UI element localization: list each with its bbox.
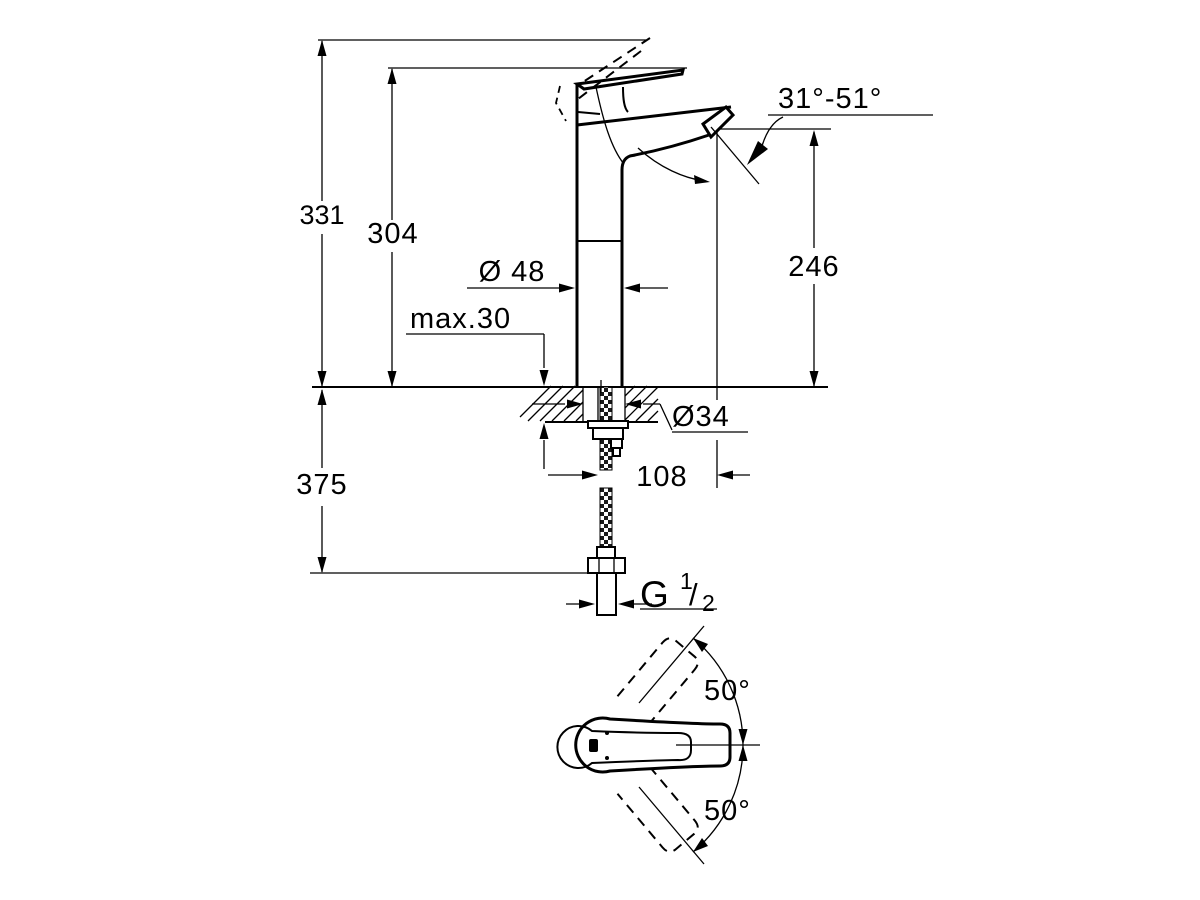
arrow-right-d48 [559, 283, 575, 293]
arrow-up-375 [317, 389, 327, 405]
lever-heel-dashed [555, 85, 567, 122]
cartridge-dome [577, 86, 629, 115]
label-swivel-upper: 50° [704, 675, 751, 707]
spout-top-edge [576, 105, 732, 127]
label-304: 304 [367, 218, 418, 250]
arrow-left-g12 [618, 599, 634, 609]
arrow-lower-arc-end [693, 838, 708, 852]
connection-tube [596, 572, 617, 616]
arrow-right-d34 [567, 399, 583, 409]
label-d48: Ø 48 [479, 256, 546, 288]
label-108: 108 [636, 461, 687, 493]
dimension-hole-diameter: Ø34 [532, 399, 748, 433]
leader-max30 [406, 333, 545, 469]
label-375: 375 [296, 469, 347, 501]
arrow-upper-arc-end [693, 638, 708, 652]
dim-line-g12 [566, 603, 717, 610]
handle-logo-mark [589, 739, 598, 752]
mounting-nut [592, 427, 624, 440]
arrow-down-331 [317, 371, 327, 387]
arrow-down-max30 [539, 370, 549, 386]
dimension-body-height: 304 [367, 67, 687, 387]
label-331: 331 [299, 200, 344, 230]
label-thread-denominator: 2 [702, 590, 715, 616]
label-angle-range: 31°-51° [778, 83, 882, 115]
hose-nut [587, 557, 626, 574]
arrow-down-246 [809, 371, 819, 387]
spout-pointer-arrowhead [694, 175, 710, 184]
threaded-stud-lower [599, 487, 613, 549]
elevation-view: 331 304 246 375 [296, 37, 933, 616]
dimension-outlet-height: 246 [719, 128, 839, 387]
arrow-left-108 [717, 470, 733, 480]
washer [587, 420, 629, 429]
hose-stub-2 [612, 447, 621, 457]
faucet [555, 37, 736, 393]
dimension-swivel-upper: 50° [692, 637, 751, 746]
arrow-left-d34 [625, 399, 641, 409]
label-thread-slash: / [689, 577, 698, 612]
dimension-deck-thickness: max.30 [406, 303, 549, 469]
angle-leader-curve [761, 116, 784, 147]
arrow-up-331 [317, 40, 327, 56]
label-swivel-lower: 50° [704, 795, 751, 827]
arrow-down-375 [317, 557, 327, 573]
label-max30: max.30 [410, 303, 511, 335]
label-thread-numerator: 1 [680, 568, 693, 594]
dimension-depth-below: 375 [296, 389, 588, 574]
dimension-overall-height: 331 [299, 39, 646, 387]
hose-collar [596, 546, 616, 559]
arrow-upper-arc-center [738, 729, 748, 745]
swivel-extension-lower [638, 786, 705, 865]
arrow-up-max30 [539, 423, 549, 439]
aerator-direction-line [710, 126, 760, 185]
lever-motion-arc [595, 86, 625, 165]
leader-d34 [532, 403, 748, 433]
dimension-swivel-lower: 50° [692, 744, 751, 853]
dimension-body-diameter: Ø 48 [467, 256, 668, 293]
arrow-right-108 [582, 470, 598, 480]
label-d34: Ø34 [672, 401, 730, 433]
arrow-up-246 [809, 130, 819, 146]
arrow-up-304 [387, 68, 397, 84]
supply-hose [587, 386, 629, 616]
lever-handle [573, 68, 685, 91]
lever-raised-dashed [576, 37, 651, 100]
hose-nut-facets [598, 558, 615, 573]
dimension-thread: G 1 / 2 [566, 568, 717, 616]
dimension-spout-reach: 108 [548, 131, 750, 493]
arrow-left-d48 [624, 283, 640, 293]
handle-dot-top [605, 731, 609, 735]
handle-top-view: 50° 50° [556, 625, 760, 865]
handle-inner-outline [556, 725, 692, 769]
label-thread-g: G [640, 574, 669, 615]
spout-underside-and-right-edge [620, 133, 710, 387]
dimension-aerator-angle: 31°-51° [710, 83, 933, 185]
swivel-extension-upper [638, 625, 705, 704]
label-246: 246 [788, 251, 839, 283]
arrow-lower-arc-center [738, 745, 748, 761]
handle-dot-bottom [605, 756, 609, 760]
handle-position-upper-dashed [616, 637, 699, 724]
arrow-down-304 [387, 371, 397, 387]
aerator [701, 104, 736, 140]
deck-hatch-right [624, 385, 659, 422]
handle-position-lower-dashed [616, 766, 699, 853]
hose-stub-1 [610, 438, 623, 449]
arrow-right-g12 [579, 599, 595, 609]
angle-leader-arrowhead [747, 141, 768, 165]
